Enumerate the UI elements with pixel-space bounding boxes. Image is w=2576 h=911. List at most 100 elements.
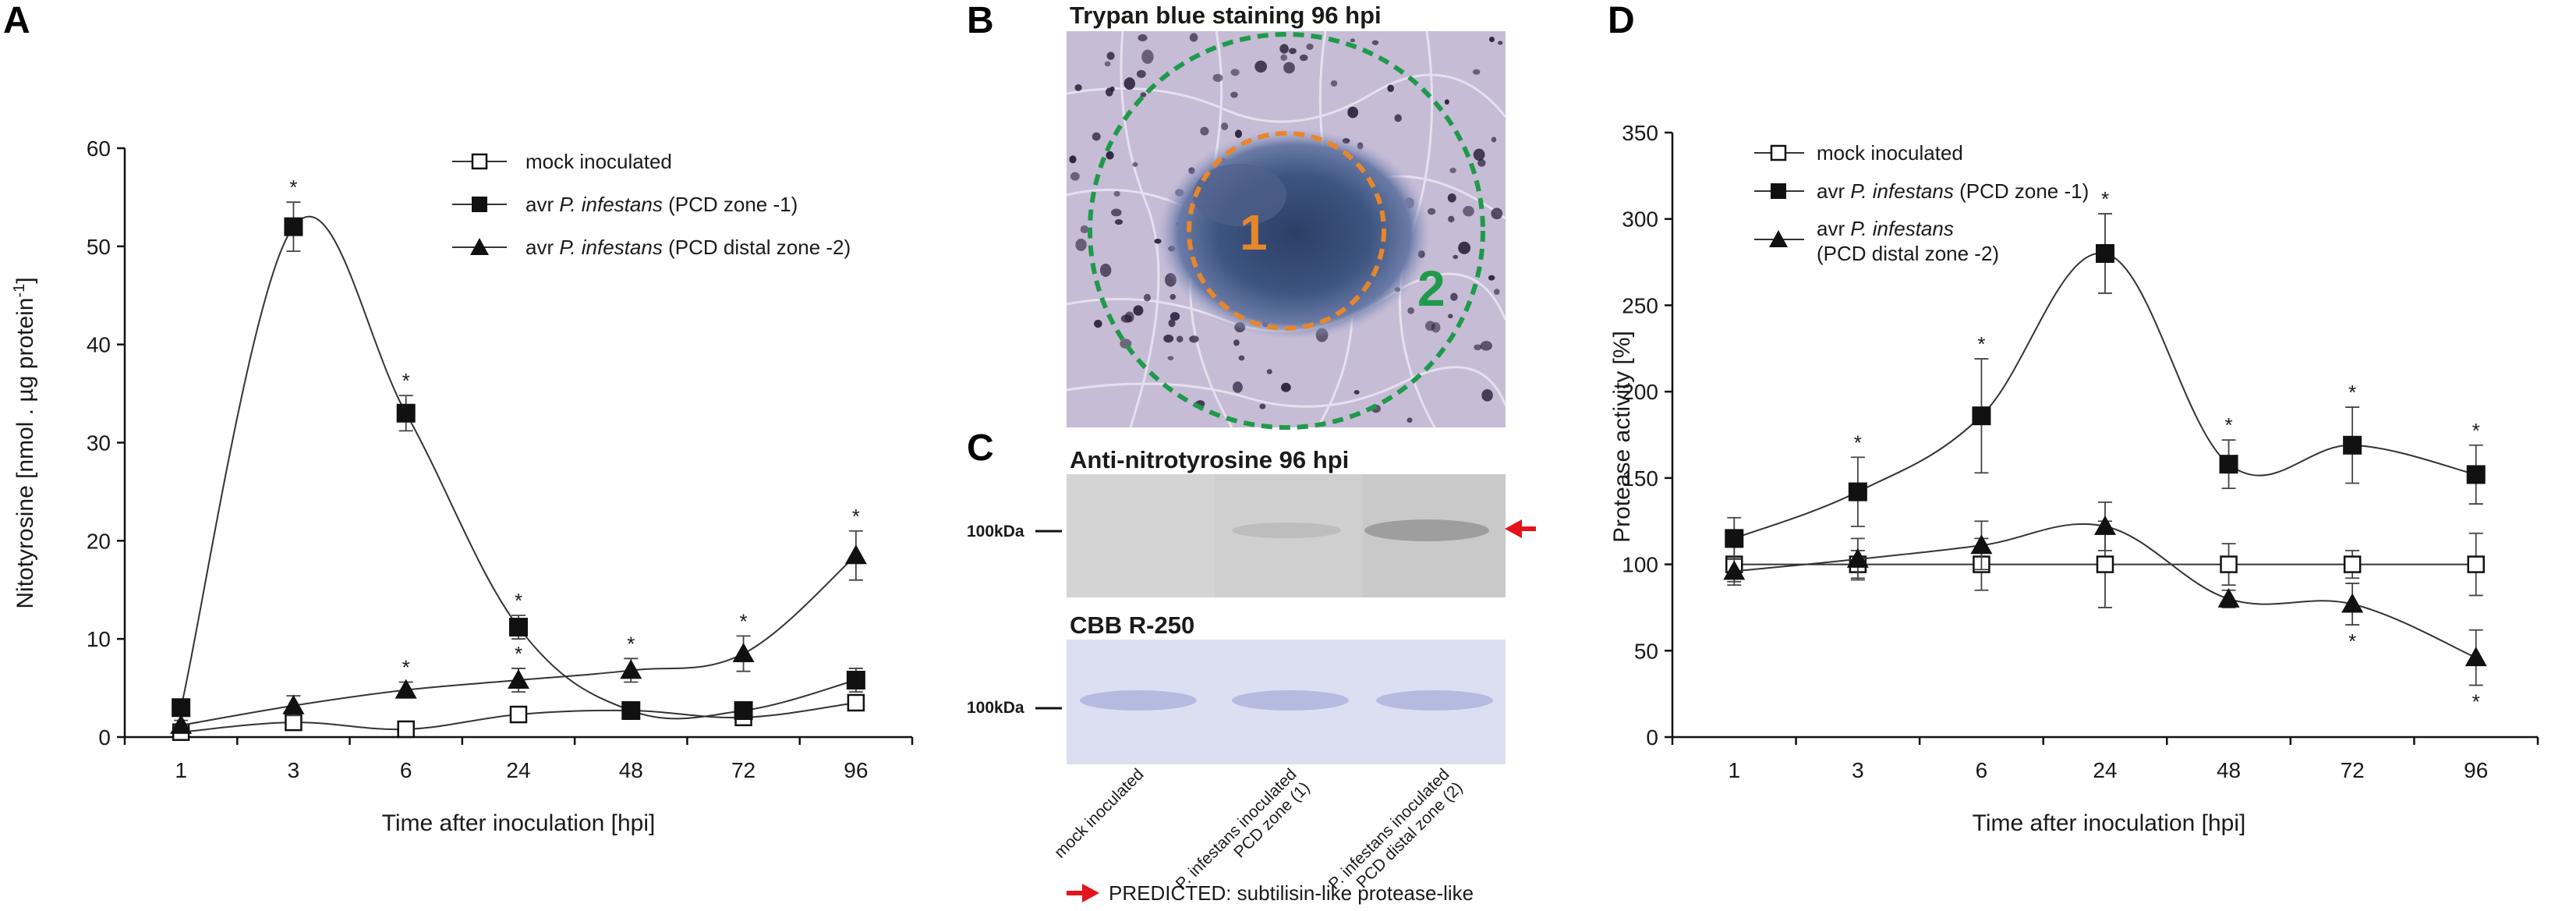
d-x-tick-label: 6 xyxy=(1976,758,1988,782)
a-data-point-square-filled xyxy=(284,217,303,236)
nucleus-dot xyxy=(1450,292,1458,301)
a-data-point-triangle-filled xyxy=(620,659,642,679)
a-y-tick-label: 40 xyxy=(87,333,111,357)
legend-marker-open-square xyxy=(471,153,488,170)
d-significance-star: * xyxy=(2225,413,2233,437)
a-data-point-square-filled xyxy=(172,698,191,718)
stained-pcd-lesion xyxy=(1158,129,1431,339)
nucleus-dot xyxy=(1133,305,1144,316)
band-lane-2 xyxy=(1232,523,1341,538)
nucleus-dot xyxy=(1104,61,1111,67)
legend-item-mock-d: mock inoculated xyxy=(1754,141,1963,165)
svg-text:avr P. infestans (PCD distal z: avr P. infestans (PCD distal zone -2) xyxy=(525,236,851,259)
nucleus-dot xyxy=(1283,62,1295,74)
a-significance-star: * xyxy=(852,505,860,528)
a-data-point-square-open xyxy=(285,713,303,732)
d-y-tick-label: 100 xyxy=(1622,553,1658,577)
a-data-point-square-filled xyxy=(621,701,641,721)
d-y-tick-label: 50 xyxy=(1634,639,1658,663)
x-axis-title-d: Time after inoculation [hpi] xyxy=(1973,810,2246,836)
trypan-blue-micrograph xyxy=(1067,31,1506,427)
nucleus-dot xyxy=(1453,254,1459,260)
nucleus-dot xyxy=(1163,334,1174,343)
d-data-point-square-filled xyxy=(1972,406,1991,426)
legend-item-zone2-d: avr P. infestans (PCD distal zone -2) xyxy=(1754,217,1999,265)
a-x-tick-label: 3 xyxy=(288,758,300,782)
nucleus-dot xyxy=(1394,114,1402,122)
a-data-point-triangle-filled xyxy=(732,643,755,663)
legend-marker-filled-triangle xyxy=(1769,230,1788,247)
d-significance-star: * xyxy=(2472,419,2480,442)
zone-2-label: 2 xyxy=(1417,261,1445,317)
svg-text:mock inoculated: mock inoculated xyxy=(525,150,672,173)
panel-letter-d: D xyxy=(1608,0,1635,41)
nucleus-dot xyxy=(1094,319,1102,328)
svg-text:(PCD distal zone -2): (PCD distal zone -2) xyxy=(1817,242,1999,265)
svg-text:avr P. infestans (PCD zone -1): avr P. infestans (PCD zone -1) xyxy=(1817,179,2089,203)
panel-letter-a: A xyxy=(3,0,30,41)
panel-letter-b: B xyxy=(967,0,994,41)
nucleus-dot xyxy=(1473,148,1485,161)
nucleus-dot xyxy=(1168,319,1176,328)
d-data-point-square-filled xyxy=(1725,529,1744,548)
nucleus-dot xyxy=(1136,69,1146,79)
svg-text:mock inoculated: mock inoculated xyxy=(1817,141,1963,165)
nucleus-dot xyxy=(1106,51,1115,60)
nucleus-dot xyxy=(1266,369,1272,374)
d-data-point-square-open xyxy=(2220,555,2238,573)
d-data-point-square-filled xyxy=(2343,435,2362,455)
a-x-tick-label: 72 xyxy=(731,758,755,782)
nucleus-dot xyxy=(1074,83,1082,91)
nucleus-dot xyxy=(1200,126,1209,136)
nucleus-dot xyxy=(1124,311,1134,323)
a-y-tick-label: 0 xyxy=(98,725,111,750)
nucleus-dot xyxy=(1259,403,1266,409)
western-blot-nitrotyrosine xyxy=(1067,474,1506,597)
a-y-tick-label: 60 xyxy=(87,136,111,161)
d-data-point-triangle-filled xyxy=(1723,560,1746,580)
a-x-tick-label: 48 xyxy=(619,758,643,782)
nucleus-dot xyxy=(1092,132,1101,141)
nucleus-dot xyxy=(1189,335,1199,343)
d-data-point-square-open xyxy=(2096,555,2114,573)
a-data-point-square-filled xyxy=(509,618,528,637)
a-significance-star: * xyxy=(289,175,297,199)
marker-label-blot1: 100kDa xyxy=(967,523,1024,541)
chart-a: A Nitotyrosine [nmol . µg protein-1] Tim… xyxy=(3,0,914,836)
d-y-tick-label: 350 xyxy=(1622,121,1658,145)
nucleus-dot xyxy=(1480,341,1492,351)
zone-1-label: 1 xyxy=(1240,204,1268,261)
d-significance-star: * xyxy=(1854,431,1862,454)
panel-b: B Trypan blue staining 96 hpi 1 2 xyxy=(967,0,1506,430)
nucleus-dot xyxy=(1070,172,1080,181)
a-x-tick-label: 24 xyxy=(506,758,530,782)
legend-marker-filled-square xyxy=(1771,183,1786,199)
nucleus-dot xyxy=(1254,60,1268,73)
nucleus-dot xyxy=(1347,106,1359,119)
d-data-point-square-filled xyxy=(2096,244,2114,263)
d-data-point-triangle-filled xyxy=(2217,587,2240,608)
a-series-triangle-filled: ***** xyxy=(170,505,867,734)
predicted-arrow-icon xyxy=(1067,884,1099,902)
a-data-point-square-open xyxy=(397,720,415,739)
nucleus-dot xyxy=(1280,382,1291,392)
nucleus-dot xyxy=(1288,48,1297,55)
d-x-tick-label: 48 xyxy=(2217,758,2241,782)
a-significance-star: * xyxy=(627,632,635,655)
d-data-point-triangle-filled xyxy=(1846,548,1869,568)
legend-item-zone1-a: avr P. infestans (PCD zone -1) xyxy=(452,193,798,216)
a-data-point-triangle-filled xyxy=(844,544,867,565)
nucleus-dot xyxy=(1353,390,1360,395)
nucleus-dot xyxy=(1463,205,1474,217)
blot2-title: CBB R-250 xyxy=(1070,611,1194,639)
nucleus-dot xyxy=(1498,41,1503,45)
legend-d: mock inoculated avr P. infestans (PCD zo… xyxy=(1754,141,2089,265)
nucleus-dot xyxy=(1448,215,1455,223)
legend-marker-open-square xyxy=(1770,144,1787,161)
nucleus-dot xyxy=(1167,356,1174,360)
a-x-tick-label: 6 xyxy=(400,758,412,782)
d-significance-star: * xyxy=(2101,187,2109,211)
a-data-point-square-open xyxy=(509,705,528,724)
nucleus-dot xyxy=(1306,43,1314,50)
nucleus-dot xyxy=(1449,168,1456,174)
